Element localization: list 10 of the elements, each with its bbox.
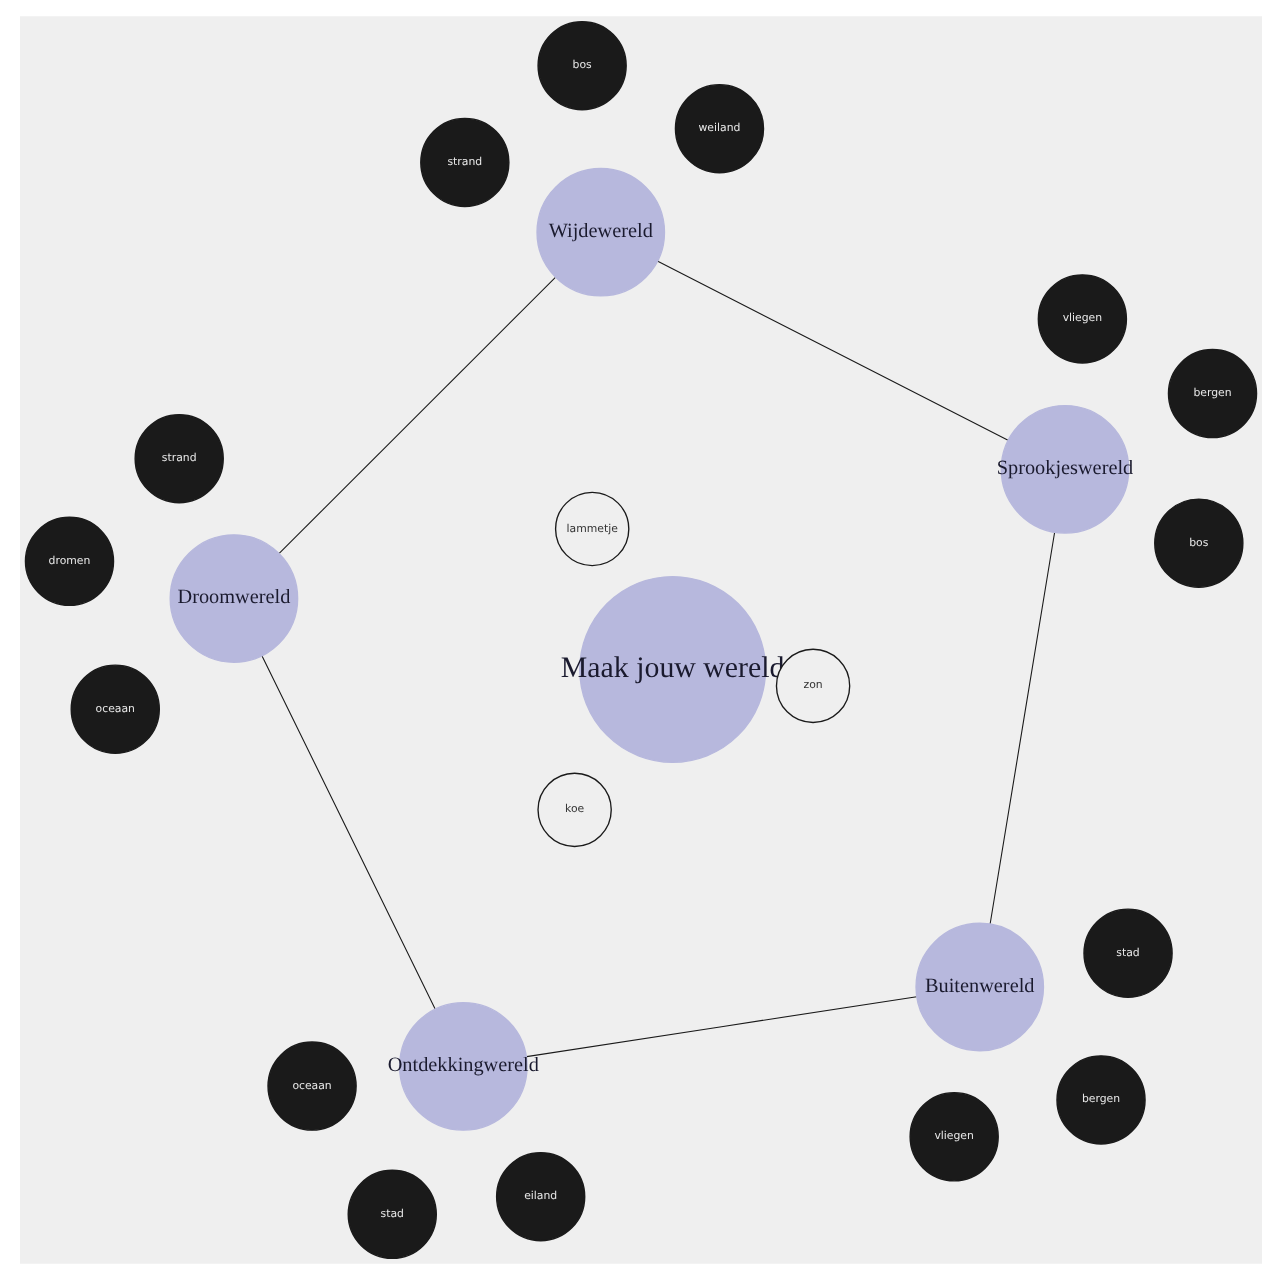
connector [260,655,435,1010]
node-circle: Droomwereld [168,534,298,663]
node-label: Ontdekkingwereld [386,1055,538,1078]
connector [525,996,917,1058]
connector [277,276,555,554]
connector [988,531,1055,925]
node-circle: Sprookjeswereld [999,404,1129,534]
connector [656,260,1008,441]
node-circle: Wijdewereld [535,167,665,297]
node-circle: Buitenwereld [914,922,1044,1052]
